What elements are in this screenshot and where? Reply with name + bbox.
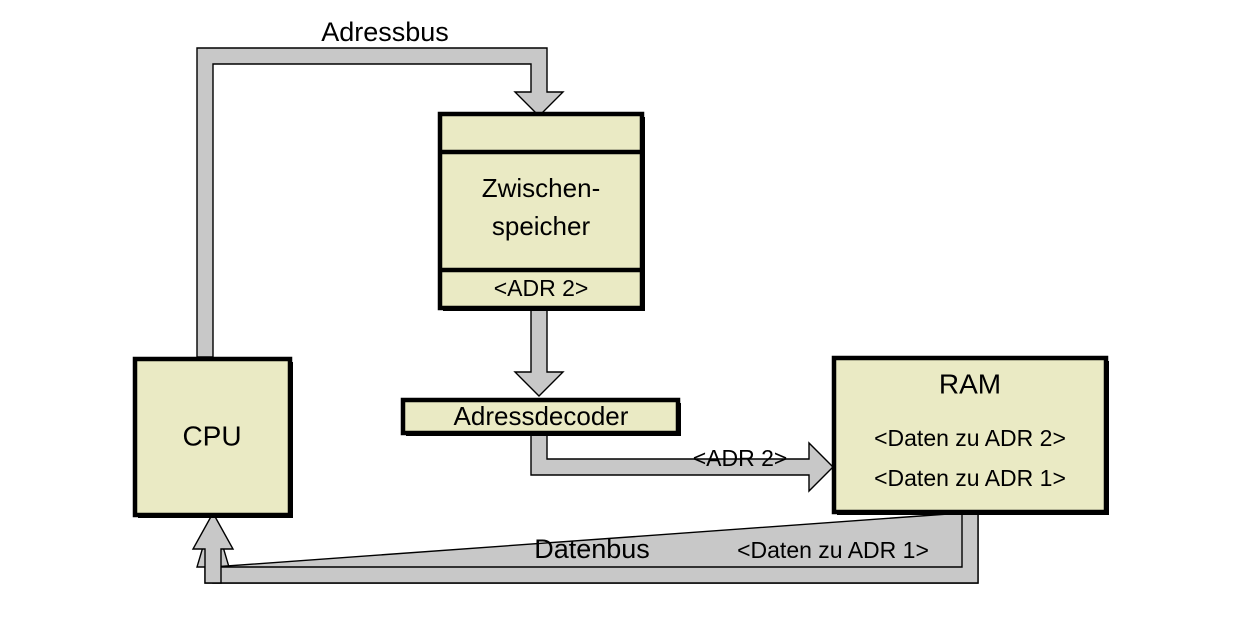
adressbus-label: Adressbus bbox=[321, 17, 449, 47]
bus-zwischenspeicher-to-decoder bbox=[513, 308, 565, 397]
cpu-label: CPU bbox=[182, 420, 241, 451]
decoder-ram-label: <ADR 2> bbox=[693, 445, 788, 471]
decoder-ram-band bbox=[530, 429, 834, 493]
zwischenspeicher-row-middle-line1: Zwischen- bbox=[482, 173, 600, 203]
zwischenspeicher-box bbox=[437, 111, 645, 311]
ram-box bbox=[831, 355, 1109, 515]
datenbus-label: Datenbus bbox=[534, 534, 650, 564]
node-zwischenspeicher[interactable]: Zwischen- speicher <ADR 2> bbox=[437, 111, 645, 311]
node-adressdecoder[interactable]: Adressdecoder bbox=[400, 397, 681, 436]
cpu-box bbox=[132, 356, 293, 518]
bus-adressbus bbox=[196, 47, 565, 358]
adressdecoder-box bbox=[400, 397, 681, 436]
bus-datenbus bbox=[191, 510, 979, 584]
zwischenspeicher-row-middle-line2: speicher bbox=[492, 211, 591, 241]
datenbus-arrowhead bbox=[191, 511, 235, 584]
ram-row-2: <Daten zu ADR 1> bbox=[874, 465, 1066, 491]
adressbus-band bbox=[196, 47, 565, 358]
adressdecoder-label: Adressdecoder bbox=[454, 401, 629, 431]
node-ram[interactable]: RAM <Daten zu ADR 2> <Daten zu ADR 1> bbox=[831, 355, 1109, 515]
ram-row-1: <Daten zu ADR 2> bbox=[874, 425, 1066, 451]
zwischenspeicher-decoder-band bbox=[513, 308, 565, 397]
bus-decoder-to-ram bbox=[530, 429, 834, 493]
node-cpu[interactable]: CPU bbox=[132, 356, 293, 518]
datenbus-payload-label: <Daten zu ADR 1> bbox=[737, 537, 929, 563]
zwischenspeicher-row-bottom: <ADR 2> bbox=[494, 275, 589, 301]
ram-title: RAM bbox=[939, 368, 1001, 399]
